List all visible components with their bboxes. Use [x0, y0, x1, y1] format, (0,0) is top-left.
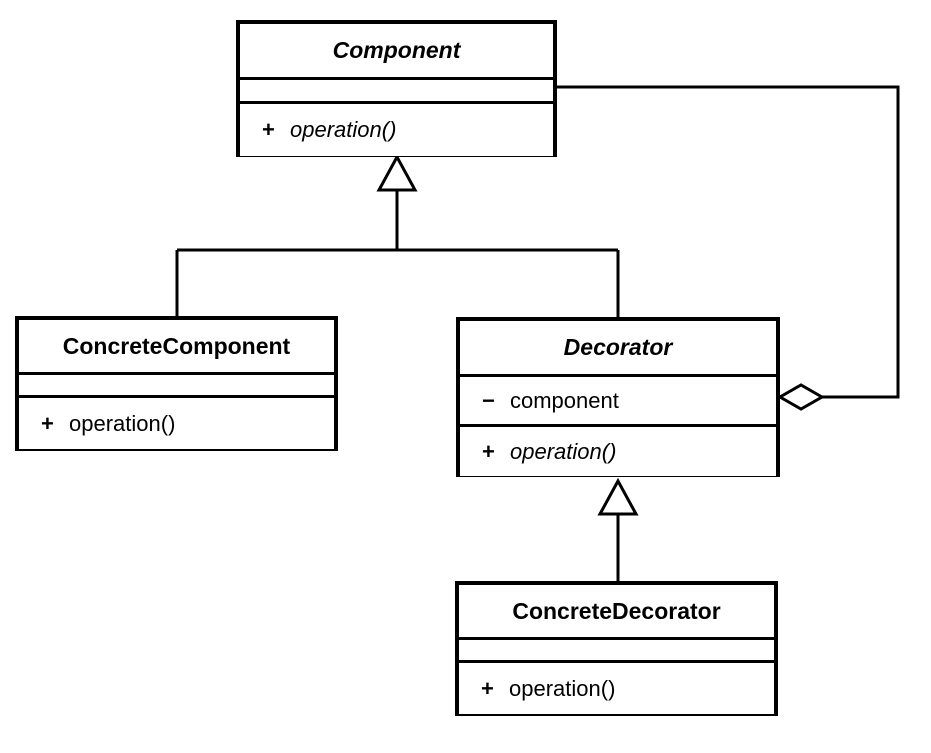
compartment-divider [460, 424, 776, 427]
class-operations-compartment-decorator: + operation() [460, 427, 776, 476]
hollow-triangle-icon [376, 153, 418, 192]
compartment-divider [19, 395, 334, 398]
class-attributes-compartment-component [240, 80, 553, 101]
generalization-edge-tree-component [175, 153, 620, 317]
class-name-decorator: Decorator [563, 334, 673, 360]
class-title-compartment-component: Component [240, 24, 553, 77]
visibility-marker: + [41, 410, 54, 436]
visibility-marker: + [262, 117, 275, 142]
visibility-marker: − [482, 387, 495, 413]
class-operations-compartment-concrete-decorator: + operation() [459, 663, 774, 714]
operation-name: operation() [290, 117, 397, 142]
class-title-compartment-concrete-component: ConcreteComponent [19, 320, 334, 372]
operation-row[interactable]: + operation() [460, 439, 616, 465]
hollow-diamond-icon [776, 383, 826, 411]
compartment-divider [240, 101, 553, 104]
class-attributes-compartment-concrete-component [19, 375, 334, 395]
compartment-divider [460, 374, 776, 377]
generalization-edge-concrete-decorator [597, 477, 639, 581]
class-attributes-compartment-concrete-decorator [459, 640, 774, 660]
operation-row[interactable]: + operation() [19, 411, 175, 437]
compartment-divider [240, 77, 553, 80]
compartment-divider [459, 637, 774, 640]
attribute-name: component [510, 387, 619, 413]
class-name-component: Component [332, 37, 461, 63]
hollow-triangle-icon [597, 477, 639, 516]
class-box-component[interactable]: Component + operation() [236, 20, 557, 157]
class-title-compartment-concrete-decorator: ConcreteDecorator [459, 585, 774, 637]
attribute-row[interactable]: − component [460, 388, 619, 414]
class-title-compartment-decorator: Decorator [460, 321, 776, 374]
compartment-divider [19, 372, 334, 375]
compartment-divider [459, 660, 774, 663]
aggregation-edge-decorator-component [557, 85, 900, 411]
visibility-marker: + [482, 438, 495, 464]
operation-name: operation() [509, 675, 616, 701]
class-attributes-compartment-decorator: − component [460, 377, 776, 424]
operation-row[interactable]: + operation() [240, 117, 396, 143]
class-box-decorator[interactable]: Decorator − component + operation() [456, 317, 780, 477]
visibility-marker: + [481, 675, 494, 701]
operation-name: operation() [69, 410, 176, 436]
operation-row[interactable]: + operation() [459, 676, 615, 702]
class-name-concrete-decorator: ConcreteDecorator [512, 597, 721, 624]
class-box-concrete-component[interactable]: ConcreteComponent + operation() [15, 316, 338, 451]
class-name-concrete-component: ConcreteComponent [62, 332, 291, 359]
operation-name: operation() [510, 438, 617, 464]
class-operations-compartment-concrete-component: + operation() [19, 398, 334, 449]
class-box-concrete-decorator[interactable]: ConcreteDecorator + operation() [455, 581, 778, 716]
class-operations-compartment-component: + operation() [240, 104, 553, 156]
